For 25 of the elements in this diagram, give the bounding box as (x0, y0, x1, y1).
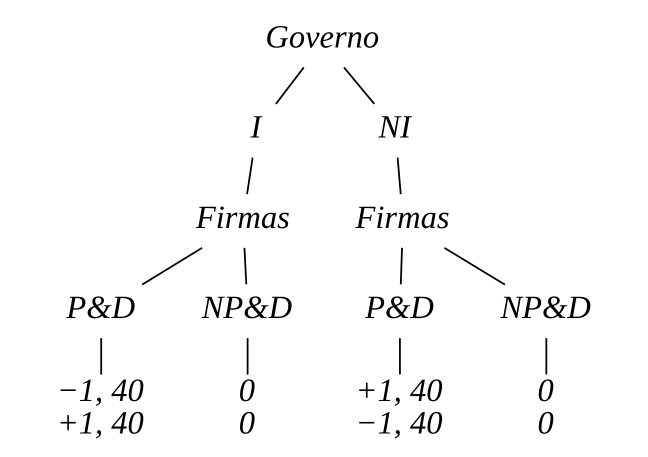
connector (100, 338, 102, 375)
connector (141, 247, 202, 286)
node-text: P&D (364, 290, 434, 326)
node-text: NP&D (500, 290, 590, 326)
connector (398, 338, 400, 375)
connector (544, 338, 547, 375)
connector (396, 158, 402, 194)
node-text: I (250, 110, 261, 146)
node-text: −1, 40 +1, 40 (56, 372, 144, 442)
node-text: 0 0 (238, 372, 254, 442)
connector (399, 248, 402, 284)
connector (246, 338, 248, 375)
node-text: Governo (264, 19, 379, 56)
connector (246, 157, 253, 194)
node-text: NI (378, 110, 410, 146)
node-text: P&D (66, 290, 135, 326)
connector (342, 66, 374, 104)
connector (443, 247, 505, 286)
node-text: +1, 40 −1, 40 (355, 372, 442, 442)
node-text: Firmas (355, 200, 450, 236)
node-text: 0 0 (536, 372, 554, 442)
node-text: Firmas (195, 200, 290, 236)
node-text: NP&D (201, 290, 292, 326)
connector (243, 248, 247, 284)
connector (274, 66, 304, 104)
